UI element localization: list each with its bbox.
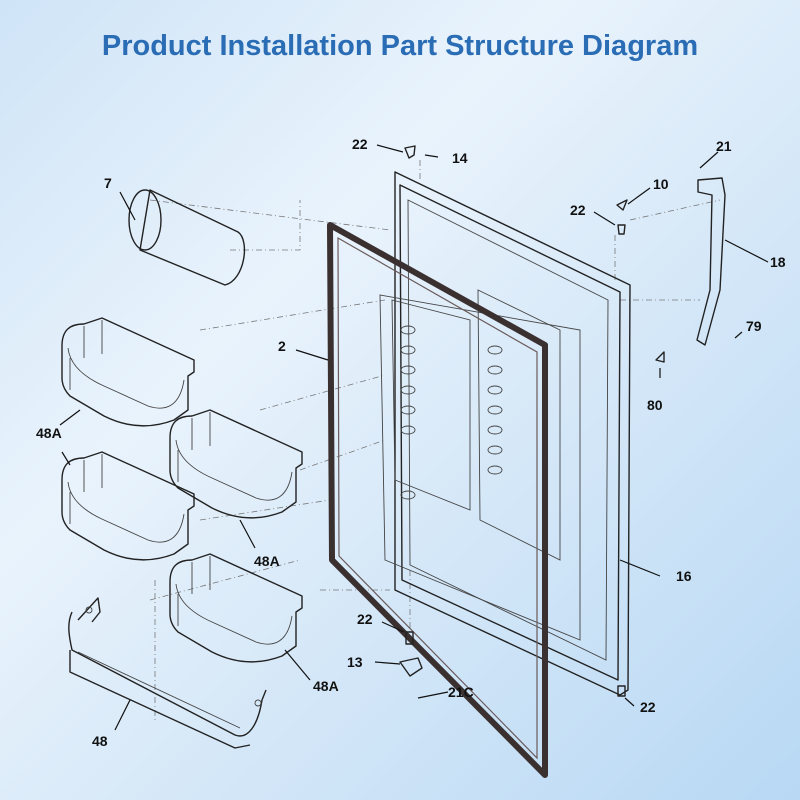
label-48a: 48A xyxy=(254,553,280,569)
label-21: 21 xyxy=(716,138,732,154)
assembly-guide-lines xyxy=(149,160,721,720)
label-80: 80 xyxy=(647,397,663,413)
label-16: 16 xyxy=(676,568,692,584)
label-13: 13 xyxy=(347,654,363,670)
part-labels: 22 14 7 10 21 22 18 2 79 80 48A 48A 48A … xyxy=(36,136,786,749)
door-bin-48a-2 xyxy=(169,409,303,519)
hinge-part-18 xyxy=(696,177,726,346)
label-18: 18 xyxy=(770,254,786,270)
label-48a: 48A xyxy=(313,678,339,694)
label-48a: 48A xyxy=(36,425,62,441)
door-gasket-part-2 xyxy=(327,222,548,778)
label-22-right: 22 xyxy=(570,202,586,218)
door-bin-48a-1 xyxy=(61,317,195,427)
door-rail-part-48 xyxy=(68,597,267,749)
label-22-mid: 22 xyxy=(357,611,373,627)
door-bin-48a-3 xyxy=(61,451,195,561)
door-liner-part-16 xyxy=(379,171,631,696)
part-7-cylinder xyxy=(128,189,246,286)
label-21c: 21C xyxy=(448,684,474,700)
small-fasteners xyxy=(399,145,665,697)
diagram-title: Product Installation Part Structure Diag… xyxy=(101,30,699,62)
label-10: 10 xyxy=(653,176,669,192)
door-bin-48a-4 xyxy=(169,553,303,663)
label-22-bottom: 22 xyxy=(640,699,656,715)
label-48: 48 xyxy=(92,733,108,749)
label-14: 14 xyxy=(452,150,468,166)
label-7: 7 xyxy=(104,175,112,191)
label-22: 22 xyxy=(352,136,368,152)
leader-lines xyxy=(59,144,769,731)
label-79: 79 xyxy=(746,318,762,334)
label-2: 2 xyxy=(278,338,286,354)
